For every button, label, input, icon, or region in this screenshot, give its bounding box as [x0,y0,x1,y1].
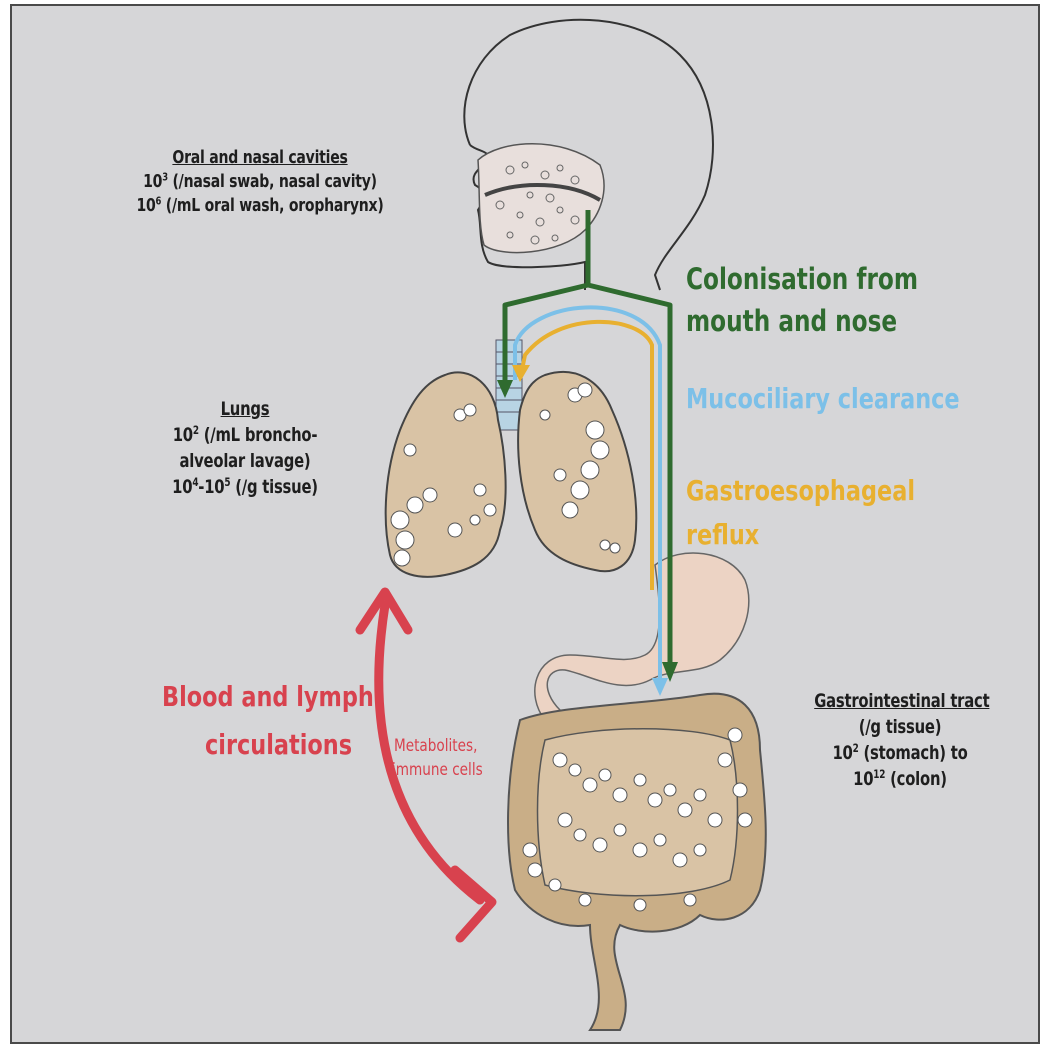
blood-label-2: circulations [205,728,352,761]
gi-title: Gastrointestinal tract [814,688,986,714]
colonisation-label-2: mouth and nose [686,304,897,338]
lungs-title: Lungs [171,396,319,422]
metabolites-label-2: immune cells [392,760,483,780]
reflux-label-1: Gastroesophageal [686,474,915,507]
blood-label-1: Blood and lymph [162,680,374,713]
reflux-label-2: reflux [686,518,759,551]
small-intestine [538,729,738,896]
lungs-line-1: 102 (/mL broncho- [171,422,319,448]
gi-line-2: 102 (stomach) to [814,740,986,766]
lungs-line-3: 104-105 (/g tissue) [171,474,319,500]
gi-line-3: 1012 (colon) [814,766,986,792]
blood-arrowhead-bottom [455,870,492,938]
metabolites-label-1: Metabolites, [394,736,477,756]
oral-line-2: 106 (/mL oral wash, oropharynx) [135,194,385,218]
colonisation-label-1: Colonisation from [686,262,918,296]
mucociliary-label: Mucociliary clearance [686,382,960,415]
oral-cavity [478,144,604,253]
oral-title: Oral and nasal cavities [135,146,385,170]
oral-text-block: Oral and nasal cavities 103 (/nasal swab… [135,146,385,218]
lungs-text-block: Lungs 102 (/mL broncho- alveolar lavage)… [171,396,319,500]
blue-arrowhead [652,678,668,696]
lungs-line-2: alveolar lavage) [171,448,319,474]
oral-line-1: 103 (/nasal swab, nasal cavity) [135,170,385,194]
gi-line-1: (/g tissue) [814,714,986,740]
gi-text-block: Gastrointestinal tract (/g tissue) 102 (… [814,688,986,792]
